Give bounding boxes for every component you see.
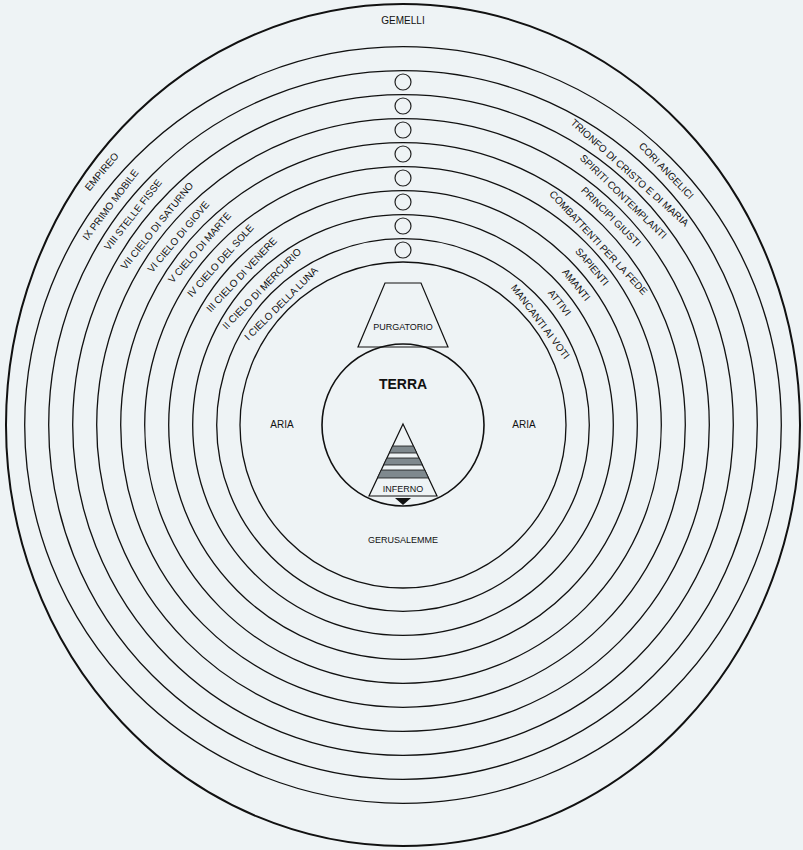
circle-terrace	[389, 446, 416, 453]
planet-circle	[395, 98, 411, 114]
sphere-circle	[193, 215, 614, 636]
mountain-shape	[358, 283, 448, 347]
place-name: PURGATORIO	[372, 323, 434, 332]
planet-circle	[395, 122, 411, 138]
air-label: ARIA	[269, 420, 294, 430]
sphere-circle	[73, 95, 734, 756]
place-name: TERRA	[378, 377, 428, 391]
planet-circle	[395, 194, 411, 210]
empyrean-ellipse	[6, 4, 800, 846]
constellation-label: GEMELLI	[380, 16, 425, 26]
blessed-souls-label: AMANTI	[560, 266, 593, 303]
sphere-circle	[169, 191, 638, 660]
sphere-circle	[217, 239, 590, 612]
planet-circle	[395, 146, 411, 162]
sphere-circle	[145, 167, 662, 684]
city-label: GERUSALEMME	[367, 536, 439, 545]
earth-outline	[322, 344, 484, 506]
inferno-cone: INFERNO	[369, 424, 437, 496]
sphere-circle	[25, 47, 782, 804]
planet-circle	[395, 242, 411, 258]
circle-terrace	[378, 470, 429, 478]
cone-shape	[369, 424, 437, 496]
place-name: INFERNO	[382, 485, 425, 494]
circle-terrace	[384, 458, 423, 465]
purgatory-mountain-outline	[358, 283, 448, 347]
sphere-circle	[97, 119, 710, 732]
sphere-circle	[240, 262, 566, 588]
blessed-souls-label: ATTIVI	[546, 287, 574, 319]
sphere-circle	[121, 143, 686, 708]
planet-circle	[395, 170, 411, 186]
planet-circle	[395, 218, 411, 234]
air-label: ARIA	[511, 420, 536, 430]
planet-circle	[395, 74, 411, 90]
heaven-name: VIII STELLE FISSE	[103, 177, 165, 253]
purgatory-mountain: PURGATORIO	[358, 283, 448, 347]
heaven-name: EMPIREO	[83, 151, 122, 194]
pointer-triangle	[395, 498, 411, 505]
earth-circle: TERRA INFERNO	[321, 343, 485, 507]
blessed-souls-label: MANCANTI AI VOTI	[509, 282, 572, 362]
sphere-circle	[49, 71, 758, 780]
